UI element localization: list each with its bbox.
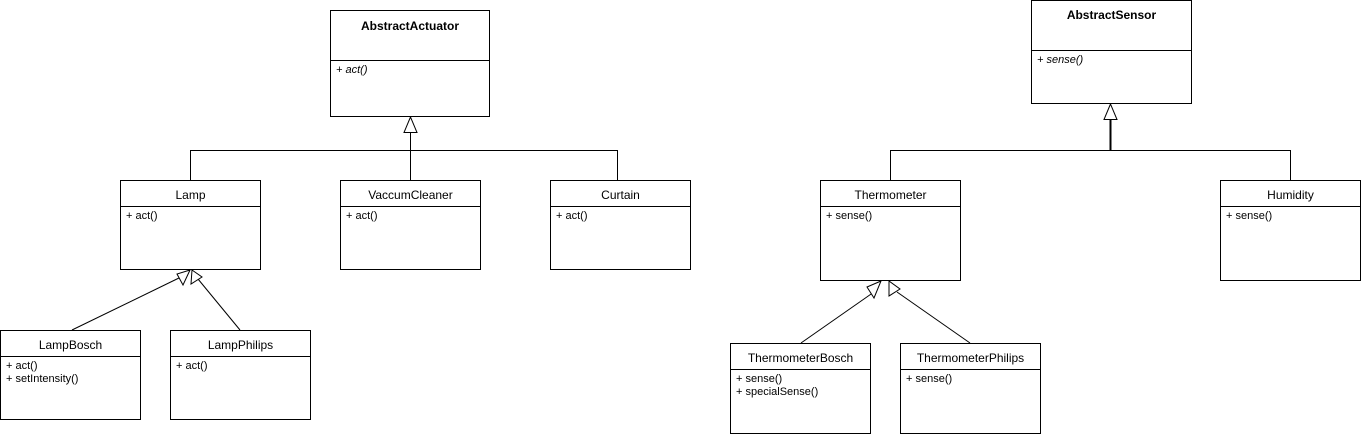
class-methods: + sense()	[1032, 51, 1191, 67]
generalization-thermometerphilips-to-thermometer	[896, 291, 971, 344]
method: + act()	[6, 360, 38, 372]
class-name: AbstractSensor	[1032, 1, 1191, 51]
method: + sense()	[1226, 210, 1273, 222]
generalization-arrowhead	[190, 269, 203, 285]
generalization-arrowhead	[176, 269, 191, 287]
class-abstract-actuator[interactable]: AbstractActuator + act()	[330, 10, 490, 117]
class-lamp[interactable]: Lamp + act()	[120, 180, 261, 270]
method: + act()	[176, 360, 208, 372]
class-thermometer-philips[interactable]: ThermometerPhilips + sense()	[900, 343, 1041, 434]
method: + act()	[346, 210, 378, 222]
method: + act()	[556, 210, 588, 222]
method: + setIntensity()	[6, 373, 79, 385]
generalization-thermometer-to-abstract-sensor	[890, 150, 1111, 180]
class-name: ThermometerPhilips	[901, 344, 1040, 370]
method: + sense()	[1037, 54, 1084, 66]
class-curtain[interactable]: Curtain + act()	[550, 180, 691, 270]
class-name: ThermometerBosch	[731, 344, 870, 370]
class-methods: + act()	[121, 207, 260, 223]
generalization-lampbosch-to-lamp	[71, 276, 182, 331]
generalization-arrowhead	[403, 115, 418, 133]
class-thermometer-bosch[interactable]: ThermometerBosch + sense() + specialSens…	[730, 343, 871, 434]
generalization-arrowhead	[888, 280, 901, 297]
class-humidity[interactable]: Humidity + sense()	[1220, 180, 1361, 281]
class-thermometer[interactable]: Thermometer + sense()	[820, 180, 961, 281]
generalization-humidity-to-abstract-sensor	[1110, 150, 1291, 180]
generalization-lamp-to-abstract-actuator	[190, 133, 411, 180]
class-methods: + sense()	[821, 207, 960, 223]
method: + sense()	[736, 373, 783, 385]
generalization-thermometerbosch-to-thermometer	[800, 291, 875, 344]
class-name: Curtain	[551, 181, 690, 207]
method: + act()	[126, 210, 158, 222]
class-methods: + act()	[171, 357, 310, 373]
class-vaccum-cleaner[interactable]: VaccumCleaner + act()	[340, 180, 481, 270]
class-name: VaccumCleaner	[341, 181, 480, 207]
class-name: LampPhilips	[171, 331, 310, 357]
generalization-arrowhead	[1103, 102, 1118, 120]
method: + sense()	[826, 210, 873, 222]
generalization-arrowhead	[866, 280, 882, 300]
generalization-curtain-to-abstract-actuator	[410, 150, 618, 180]
method: + specialSense()	[736, 386, 819, 398]
class-methods: + act()	[551, 207, 690, 223]
method: + act()	[336, 64, 368, 76]
class-methods: + sense()	[901, 370, 1040, 386]
class-methods: + sense()	[1221, 207, 1360, 223]
class-methods: + act() + setIntensity()	[1, 357, 140, 386]
class-lamp-bosch[interactable]: LampBosch + act() + setIntensity()	[0, 330, 141, 420]
class-methods: + act()	[331, 61, 489, 77]
generalization-lampphilips-to-lamp	[197, 278, 241, 331]
class-name: Humidity	[1221, 181, 1360, 207]
class-lamp-philips[interactable]: LampPhilips + act()	[170, 330, 311, 420]
class-abstract-sensor[interactable]: AbstractSensor + sense()	[1031, 0, 1192, 104]
class-name: AbstractActuator	[331, 11, 489, 61]
class-methods: + sense() + specialSense()	[731, 370, 870, 399]
class-name: LampBosch	[1, 331, 140, 357]
class-name: Lamp	[121, 181, 260, 207]
method: + sense()	[906, 373, 953, 385]
class-methods: + act()	[341, 207, 480, 223]
class-name: Thermometer	[821, 181, 960, 207]
